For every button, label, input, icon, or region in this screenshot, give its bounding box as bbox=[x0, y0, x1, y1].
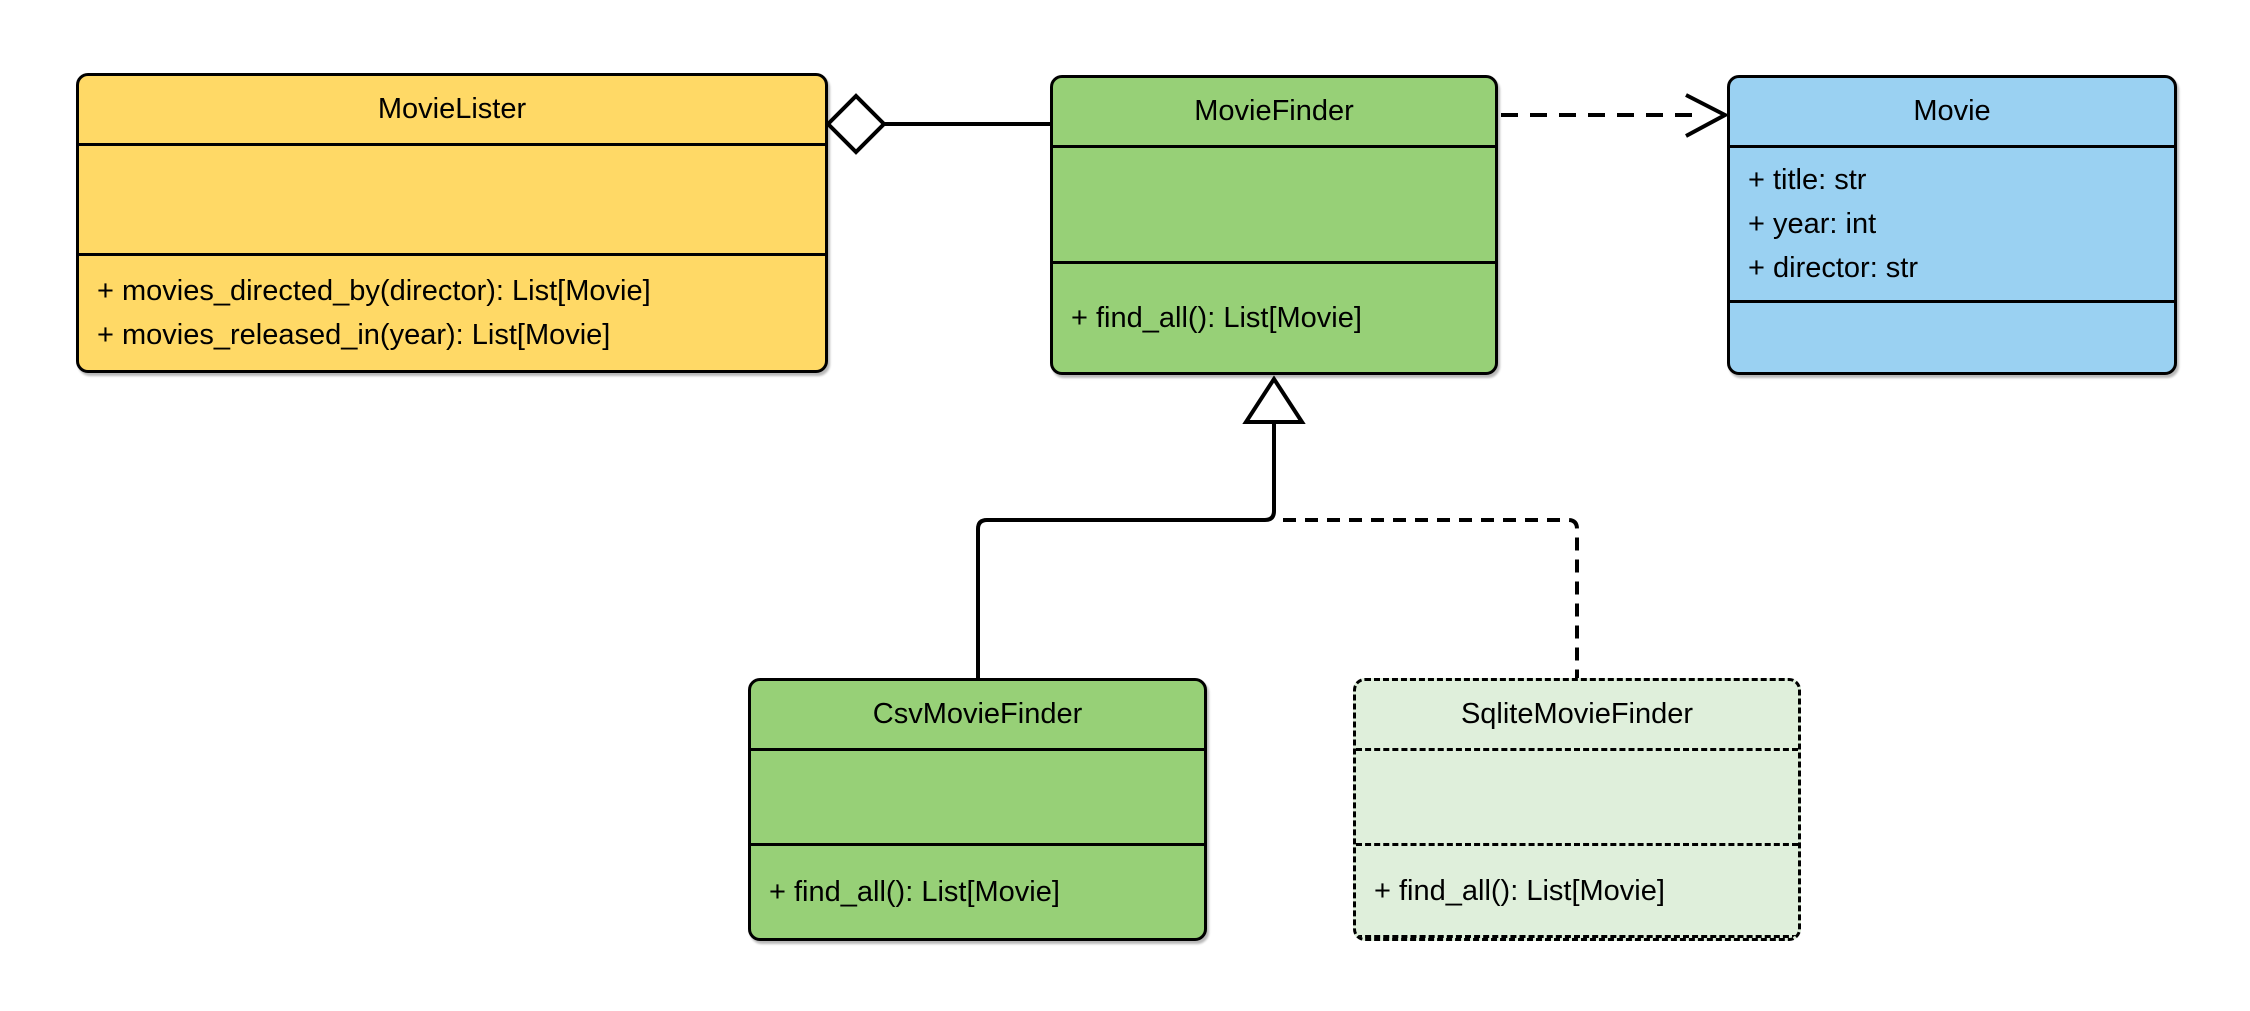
class-moviefinder-methods: + find_all(): List[Movie] bbox=[1053, 264, 1495, 372]
inheritance-edge-sqlite bbox=[1283, 518, 1579, 679]
class-sqlitemoviefinder-title: SqliteMovieFinder bbox=[1356, 681, 1798, 751]
class-moviefinder-title: MovieFinder bbox=[1053, 78, 1495, 148]
inheritance-triangle-icon bbox=[1242, 375, 1306, 424]
class-sqlitemoviefinder: SqliteMovieFinder + find_all(): List[Mov… bbox=[1353, 678, 1801, 941]
inheritance-edge-csv bbox=[976, 422, 1276, 679]
class-sqlitemoviefinder-methods: + find_all(): List[Movie] bbox=[1356, 846, 1798, 938]
class-name: MovieFinder bbox=[1194, 95, 1354, 127]
dependency-open-arrowhead-icon bbox=[1685, 93, 1730, 138]
class-csvmoviefinder-attributes bbox=[751, 751, 1204, 846]
attribute-label: + title: str bbox=[1748, 164, 1867, 196]
class-movielister: MovieLister + movies_directed_by(directo… bbox=[76, 73, 828, 373]
class-movielister-methods: + movies_directed_by(director): List[Mov… bbox=[79, 256, 825, 370]
class-moviefinder: MovieFinder + find_all(): List[Movie] bbox=[1050, 75, 1498, 375]
class-movielister-title: MovieLister bbox=[79, 76, 825, 146]
class-movielister-attributes bbox=[79, 146, 825, 256]
class-csvmoviefinder-methods: + find_all(): List[Movie] bbox=[751, 846, 1204, 938]
method-label: + find_all(): List[Movie] bbox=[1071, 302, 1362, 334]
class-movie-attributes: + title: str + year: int + director: str bbox=[1730, 148, 2174, 303]
class-name: Movie bbox=[1913, 95, 1991, 127]
class-csvmoviefinder: CsvMovieFinder + find_all(): List[Movie] bbox=[748, 678, 1207, 941]
class-sqlitemoviefinder-attributes bbox=[1356, 751, 1798, 846]
class-csvmoviefinder-title: CsvMovieFinder bbox=[751, 681, 1204, 751]
class-movie-title: Movie bbox=[1730, 78, 2174, 148]
class-movie: Movie + title: str + year: int + directo… bbox=[1727, 75, 2177, 375]
method-label: + movies_directed_by(director): List[Mov… bbox=[97, 275, 651, 307]
method-label: + movies_released_in(year): List[Movie] bbox=[97, 319, 611, 351]
method-label: + find_all(): List[Movie] bbox=[769, 876, 1060, 908]
attribute-label: + year: int bbox=[1748, 208, 1877, 240]
class-name: SqliteMovieFinder bbox=[1460, 698, 1694, 730]
class-name: CsvMovieFinder bbox=[872, 698, 1083, 730]
attribute-label: + director: str bbox=[1748, 252, 1919, 284]
class-movie-methods bbox=[1730, 303, 2174, 372]
class-name: MovieLister bbox=[377, 93, 527, 125]
aggregation-diamond-icon bbox=[825, 93, 887, 155]
class-moviefinder-attributes bbox=[1053, 148, 1495, 264]
method-label: + find_all(): List[Movie] bbox=[1374, 874, 1665, 907]
